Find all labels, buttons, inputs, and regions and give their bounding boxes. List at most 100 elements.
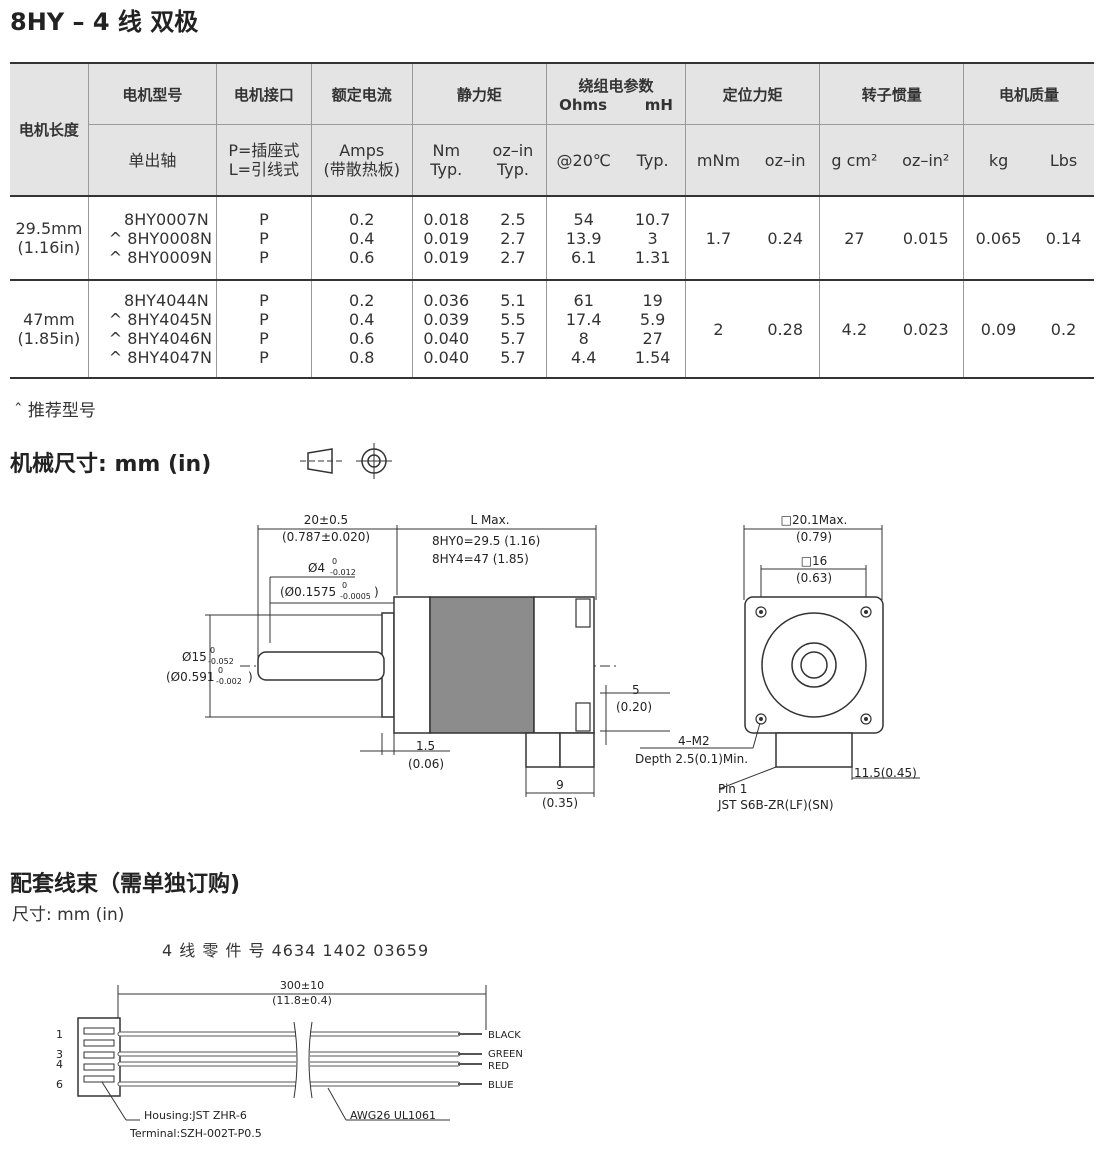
- ohms-list: 61 17.4 8 4.4: [565, 291, 602, 367]
- projection-symbol-icon: [300, 443, 392, 479]
- harness-length: 300±10: [280, 979, 324, 992]
- ohms-cell: 54 13.9 6.1: [547, 196, 621, 280]
- sub-torque-oz-1: oz–in: [492, 141, 534, 160]
- sub-mass-lbs: Lbs: [1033, 124, 1094, 196]
- col-inertia-header: 转子惯量: [819, 63, 965, 125]
- pin-1-label: 1: [56, 1028, 63, 1041]
- harness-heading: 配套线束（需单独订购): [10, 872, 241, 897]
- sub-detent-mnm: mNm: [685, 124, 752, 196]
- sub-current-2: (带散热板): [323, 160, 401, 179]
- torque-oz-cell: 2.5 2.7 2.7: [479, 196, 548, 280]
- sub-inertia-g: g cm²: [819, 124, 889, 196]
- wire-green-label: GREEN: [488, 1049, 523, 1060]
- col-model-header: 电机型号: [88, 63, 217, 125]
- dim-shaft-dia-in-close: ): [374, 585, 379, 599]
- dim-lmax: L Max.: [470, 513, 509, 527]
- harness-drawing: 300±10 (11.8±0.4) 1 3 4 6 BLACK GREEN RE…: [56, 979, 523, 1140]
- dim-shaft-dia-in-tol-up: 0: [342, 581, 347, 590]
- torque-oz-list: 2.5 2.7 2.7: [500, 209, 526, 267]
- mh-cell: 19 5.9 27 1.54: [620, 280, 686, 378]
- harness-part-number: 4 线 零 件 号 4634 1402 03659: [162, 941, 430, 960]
- dim-shaft-length: 20±0.5: [304, 513, 348, 527]
- torque-nm-cell: 0.018 0.019 0.019: [412, 196, 480, 280]
- sub-current-1: Amps: [339, 141, 385, 160]
- col-detent-header: 定位力矩: [685, 63, 821, 125]
- length-in: (1.85in): [17, 329, 81, 348]
- dim-shaft-dia: Ø4: [308, 561, 325, 575]
- connector-cell: P P P P: [216, 280, 312, 378]
- length-cell: 29.5mm (1.16in): [10, 196, 89, 280]
- ohms-cell: 61 17.4 8 4.4: [547, 280, 621, 378]
- sub-connector: P=插座式 L=引线式: [216, 124, 312, 196]
- sub-winding-typ: Typ.: [620, 124, 686, 196]
- torque-oz-cell: 5.1 5.5 5.7 5.7: [479, 280, 548, 378]
- sub-mass-kg: kg: [963, 124, 1034, 196]
- torque-oz-list: 5.1 5.5 5.7 5.7: [500, 291, 526, 367]
- torque-nm-list: 0.018 0.019 0.019: [423, 209, 470, 267]
- sub-current: Amps (带散热板): [311, 124, 413, 196]
- sub-winding-temp: @20℃: [546, 124, 621, 196]
- sub-torque-oz: oz–in Typ.: [479, 124, 548, 196]
- dim-screw: 4–M2: [678, 734, 710, 748]
- mass-lbs-cell: 0.2: [1050, 319, 1077, 339]
- dim-flange: 1.5: [416, 739, 435, 753]
- connector-list: P P P P: [259, 291, 269, 367]
- dim-pilot-tol-dn: -0.052: [208, 657, 234, 666]
- dim-shaft-length-in: (0.787±0.020): [282, 530, 370, 544]
- dim-pilot-in: (Ø0.591: [166, 670, 214, 684]
- mass-kg-cell: 0.09: [980, 319, 1017, 339]
- spec-table: 电机长度 电机型号 电机接口 额定电流 静力矩 绕组电参数 Ohms mH 定位…: [10, 62, 1094, 379]
- sub-torque-nm-2: Typ.: [430, 160, 463, 179]
- table-row: 47mm (1.85in) 8HY4044N ^ 8HY4045N ^ 8HY4…: [10, 280, 1094, 378]
- detent-oz-cell: 0.28: [751, 280, 821, 378]
- col-mass-header: 电机质量: [963, 63, 1094, 125]
- terminal-label: Terminal:SZH-002T-P0.5: [129, 1127, 262, 1140]
- mh-list: 10.7 3 1.31: [634, 209, 671, 267]
- sub-detent-oz: oz–in: [751, 124, 821, 196]
- sub-connector-1: P=插座式: [228, 141, 300, 160]
- page-title: 8HY – 4 线 双极: [10, 8, 199, 36]
- col-winding-header: 绕组电参数 Ohms mH: [546, 63, 686, 125]
- side-view-drawing: 20±0.5 (0.787±0.020) L Max. 8HY0=29.5 (1…: [166, 513, 670, 810]
- mass-lbs-cell: 0.14: [1045, 228, 1082, 248]
- current-list: 0.2 0.4 0.6 0.8: [349, 291, 375, 367]
- ohms-list: 54 13.9 6.1: [565, 209, 602, 267]
- harness-size-unit: 尺寸: mm (in): [12, 905, 125, 925]
- sub-inertia-oz: oz–in²: [888, 124, 965, 196]
- wire-black-label: BLACK: [488, 1030, 521, 1041]
- dim-pilot-in-tol-dn: -0.002: [216, 677, 242, 686]
- detent-mnm-cell: 2: [713, 319, 724, 339]
- housing-label: Housing:JST ZHR-6: [144, 1109, 247, 1122]
- winding-title: 绕组电参数: [578, 76, 654, 95]
- harness-length-in: (11.8±0.4): [272, 994, 332, 1007]
- sub-torque-oz-2: Typ.: [496, 160, 529, 179]
- dim-lmax-short: 8HY0=29.5 (1.16): [432, 534, 540, 548]
- dim-shaft-dia-in-tol-dn: -0.0005: [340, 592, 371, 601]
- torque-nm-list: 0.036 0.039 0.040 0.040: [423, 291, 470, 367]
- dim-connector-width: 9: [556, 778, 564, 792]
- sub-torque-nm: Nm Typ.: [412, 124, 480, 196]
- mh-cell: 10.7 3 1.31: [620, 196, 686, 280]
- detent-mnm-cell: 1.7: [705, 228, 732, 248]
- winding-ohms-label: Ohms: [559, 95, 608, 114]
- sub-connector-2: L=引线式: [228, 160, 300, 179]
- length-cell: 47mm (1.85in): [10, 280, 89, 378]
- dim-pilot-in-close: ): [248, 670, 253, 684]
- dim-connector-offset: 5: [632, 683, 640, 697]
- inertia-oz-cell: 0.015: [888, 196, 965, 280]
- pin-6-label: 6: [56, 1078, 63, 1091]
- mechanical-heading: 机械尺寸: mm (in): [10, 452, 212, 477]
- dim-pilot-in-tol-up: 0: [218, 666, 223, 675]
- connector-cell: P P P: [216, 196, 312, 280]
- current-list: 0.2 0.4 0.6: [349, 209, 375, 267]
- dim-square: □20.1Max.: [781, 513, 848, 527]
- wire-red-label: RED: [488, 1061, 509, 1072]
- current-cell: 0.2 0.4 0.6 0.8: [311, 280, 413, 378]
- recommended-note: ˆ 推荐型号: [14, 401, 96, 421]
- dim-connector-width-in: (0.35): [542, 796, 578, 810]
- front-view-drawing: □20.1Max. (0.79) □16 (0.63) 4–M2 Depth 2…: [635, 513, 920, 812]
- dim-connector-height: 11.5(0.45): [854, 766, 917, 780]
- dim-pilot-tol-up: 0: [210, 646, 215, 655]
- inertia-g-cell: 4.2: [841, 319, 868, 339]
- mass-kg-cell: 0.065: [975, 228, 1022, 248]
